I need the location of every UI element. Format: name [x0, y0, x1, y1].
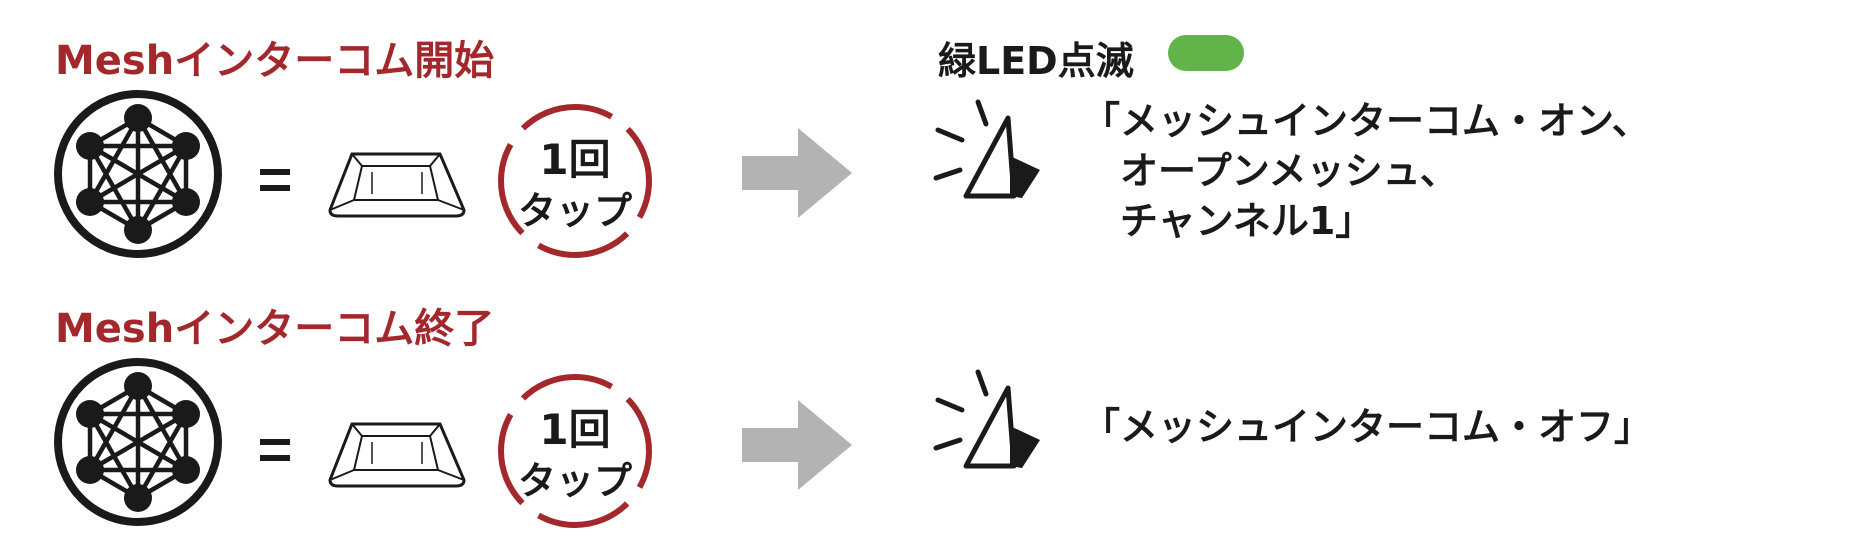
- voice-line: チャンネル1」: [1082, 199, 1374, 243]
- arrow-right-icon: [742, 128, 854, 218]
- mesh-start-section: Meshインターコム開始: [52, 35, 1650, 266]
- mesh-network-icon: [52, 88, 224, 260]
- tap-count-badge: 1回 タップ: [490, 366, 660, 536]
- voice-prompt-text: 「メッシュインターコム・オフ」: [1082, 402, 1652, 452]
- speaker-icon: [930, 98, 1060, 208]
- tap-count-label: 1回: [539, 135, 611, 184]
- equals-icon: [258, 436, 294, 466]
- tap-action-label: タップ: [517, 189, 632, 233]
- voice-line: 「メッシュインターコム・オフ」: [1082, 405, 1653, 449]
- mesh-end-section: Meshインターコム終了: [0, 272, 1862, 544]
- device-button-icon: [326, 418, 468, 490]
- mesh-network-icon: [52, 356, 224, 528]
- section-title-end: Meshインターコム終了: [55, 306, 495, 352]
- speaker-icon: [930, 368, 1060, 478]
- tap-action-label: タップ: [517, 459, 632, 503]
- device-button-icon: [326, 148, 468, 220]
- green-led-indicator: [1168, 35, 1244, 71]
- voice-line: オープンメッシュ、: [1082, 149, 1458, 193]
- tap-count-label: 1回: [539, 405, 611, 454]
- section-title-start: Meshインターコム開始: [55, 38, 495, 84]
- equals-icon: [258, 166, 294, 196]
- voice-prompt-text: 「メッシュインターコム・オン、 オープンメッシュ、 チャンネル1」: [1082, 96, 1650, 246]
- tap-count-badge: 1回 タップ: [490, 96, 660, 266]
- arrow-right-icon: [742, 400, 854, 490]
- led-status-label: 緑LED点滅: [938, 39, 1134, 83]
- voice-line: 「メッシュインターコム・オン、: [1082, 99, 1650, 143]
